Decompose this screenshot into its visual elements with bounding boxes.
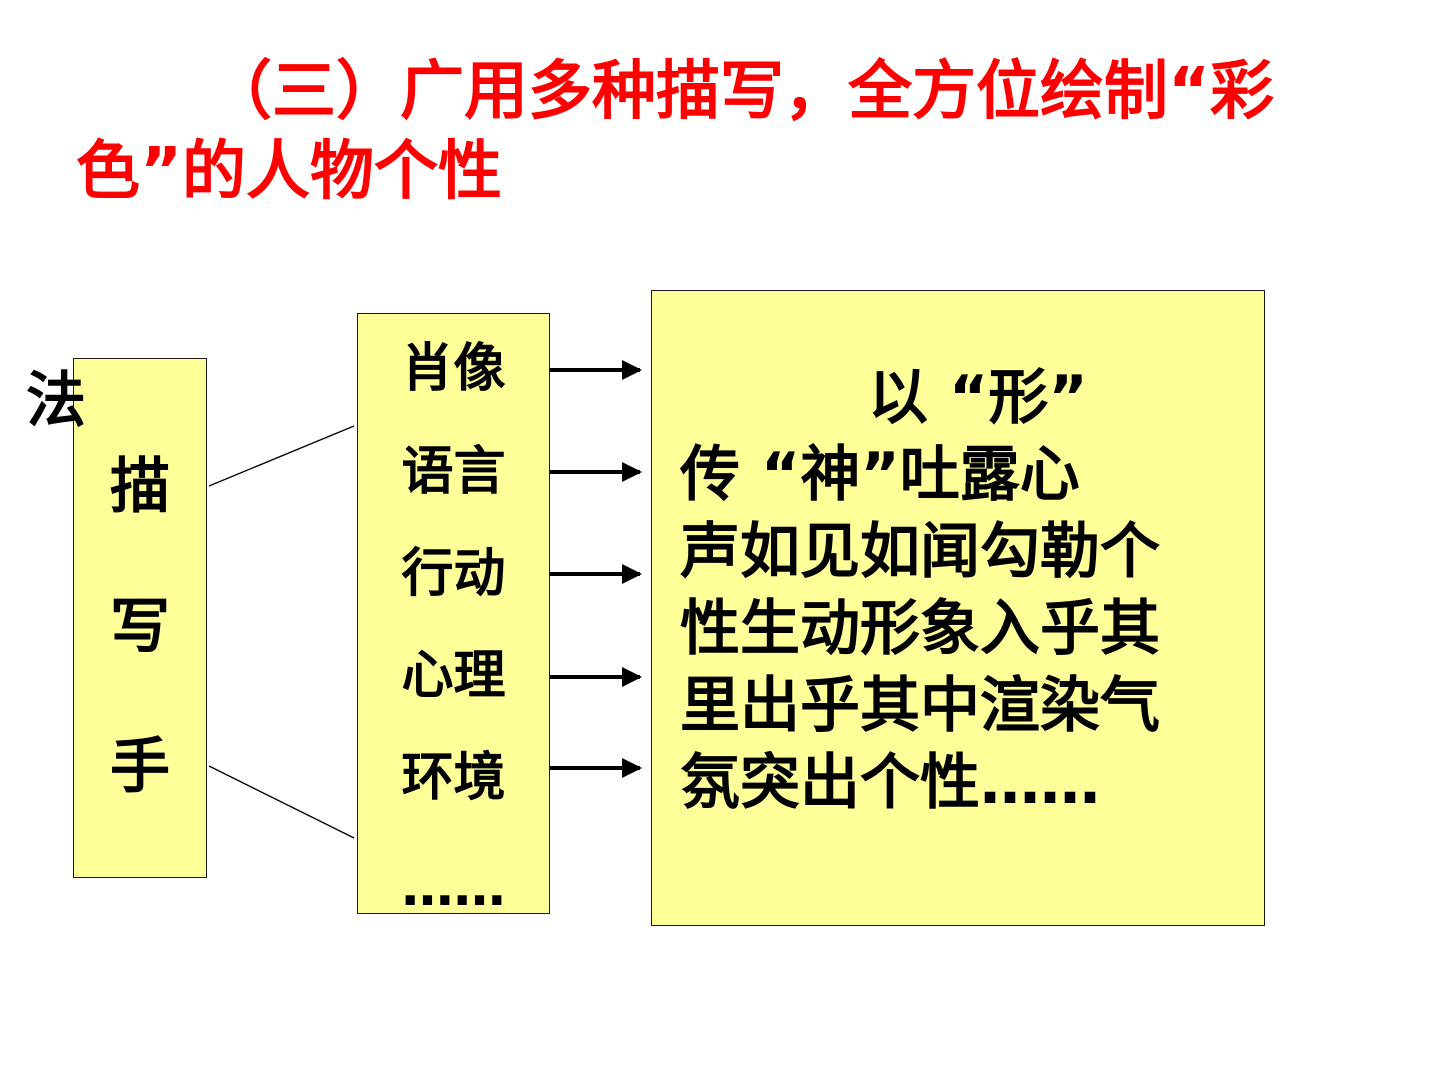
title-line-2: 色”的人物个性 <box>76 135 503 209</box>
method-ellipsis: …… <box>401 858 506 918</box>
method-environment: 环境 <box>401 748 506 808</box>
description-types-box <box>357 313 550 914</box>
effects-line-6: 氛突出个性…… <box>680 748 1100 818</box>
effects-line-4: 性生动形象入乎其 <box>680 594 1160 664</box>
effects-box <box>651 290 1265 926</box>
label-char-1: 描 <box>110 452 170 522</box>
method-psychology: 心理 <box>401 646 506 706</box>
page-title: （三）广用多种描写，全方位绘制“彩 色”的人物个性 <box>76 52 1376 212</box>
title-line-1: （三）广用多种描写，全方位绘制“彩 <box>208 55 1275 129</box>
effects-line-1: 以 “形” <box>868 363 1088 433</box>
label-fa: 法 <box>26 366 86 436</box>
method-language: 语言 <box>401 442 506 502</box>
effects-text: 以 “形” 传 “神”吐露心 声如见如闻勾勒个 性生动形象入乎其 里出乎其中渲染… <box>680 360 1200 822</box>
label-char-3: 手 <box>110 732 170 802</box>
effects-line-5: 里出乎其中渲染气 <box>680 671 1160 741</box>
writing-technique-box <box>73 358 207 878</box>
effects-line-3: 声如见如闻勾勒个 <box>680 517 1160 587</box>
label-char-2: 写 <box>110 592 170 662</box>
bracket-line-bottom <box>208 765 355 839</box>
effects-line-2: 传 “神”吐露心 <box>680 440 1080 510</box>
method-action: 行动 <box>401 544 506 604</box>
bracket-line-top <box>208 425 355 487</box>
method-portrait: 肖像 <box>401 339 506 399</box>
